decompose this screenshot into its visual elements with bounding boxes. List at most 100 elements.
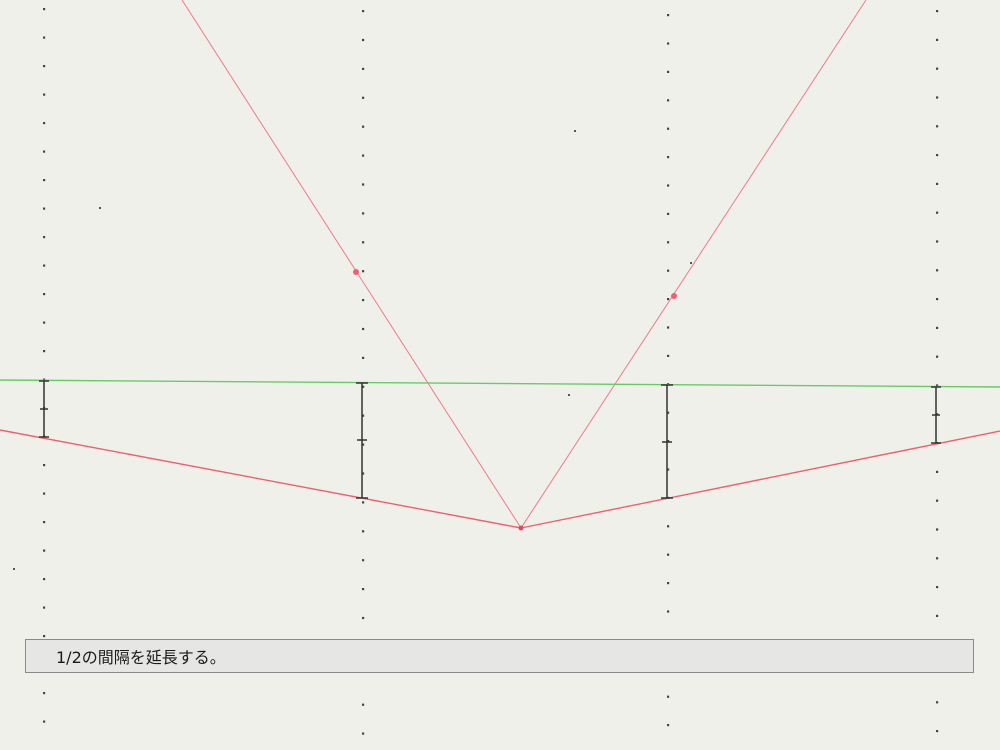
guide-dot xyxy=(936,125,939,128)
guide-dot xyxy=(667,553,670,556)
guide-dot xyxy=(667,184,670,187)
guide-dot xyxy=(362,588,365,591)
red-point-right xyxy=(671,293,677,299)
measure-bar-3 xyxy=(661,384,673,499)
red-diagonal-left xyxy=(181,0,522,529)
guide-dot xyxy=(936,384,939,387)
guide-dot xyxy=(667,326,670,329)
guide-dot xyxy=(362,501,365,504)
guide-dot xyxy=(43,635,46,638)
guide-dot xyxy=(936,211,939,214)
guide-dot xyxy=(362,530,365,533)
guide-dot xyxy=(43,321,46,324)
guide-dot xyxy=(936,326,939,329)
red-v-left xyxy=(0,429,522,529)
guide-dot xyxy=(936,528,939,531)
guide-dot xyxy=(936,182,939,185)
guide-dot xyxy=(362,414,365,417)
measure-bar-4 xyxy=(931,386,941,444)
stray-marks xyxy=(13,130,692,570)
guide-dot xyxy=(362,356,365,359)
guide-dot xyxy=(362,38,365,42)
guide-dot xyxy=(936,298,939,301)
guide-dot xyxy=(936,269,939,272)
guide-dot xyxy=(362,67,365,70)
guide-dot xyxy=(43,464,46,467)
guide-dot xyxy=(362,270,365,273)
guide-dot xyxy=(43,606,46,609)
guide-dot xyxy=(936,10,939,13)
guide-dot xyxy=(362,299,365,302)
guide-dot xyxy=(936,96,939,99)
guide-dot xyxy=(43,236,46,239)
guide-dot xyxy=(667,298,670,301)
red-point-left xyxy=(353,269,359,275)
caption-text: 1/2の間隔を延長する。 xyxy=(56,648,226,667)
guide-dot xyxy=(43,93,46,96)
guide-dot xyxy=(43,720,46,723)
guide-dot xyxy=(362,703,365,706)
guide-dot xyxy=(43,36,46,39)
guide-dot xyxy=(667,695,670,698)
apex-point xyxy=(518,525,524,531)
guide-dot xyxy=(362,183,365,186)
guide-dot xyxy=(936,240,939,243)
guide-dot xyxy=(936,499,939,502)
guide-dot xyxy=(362,241,365,244)
guide-dot xyxy=(43,293,46,296)
guide-dot xyxy=(362,10,365,13)
caption-box: 1/2の間隔を延長する。 xyxy=(25,639,974,673)
guide-dot xyxy=(43,8,46,11)
guide-dot xyxy=(936,154,939,157)
guide-dot xyxy=(43,578,46,581)
guide-dot xyxy=(936,586,939,589)
measure-bar-2 xyxy=(356,382,368,499)
guide-dot xyxy=(936,730,939,733)
guide-dot xyxy=(667,42,670,45)
guide-dot xyxy=(667,241,670,244)
guide-dot xyxy=(362,443,365,446)
guide-dot xyxy=(362,385,365,388)
guide-dot xyxy=(667,14,670,17)
guide-dot xyxy=(936,614,939,617)
guide-dot xyxy=(362,559,365,562)
guide-dot xyxy=(936,557,939,560)
guide-dot xyxy=(362,212,365,215)
guide-dot xyxy=(43,207,46,210)
green-guide-line xyxy=(0,379,1000,388)
guide-dot xyxy=(43,492,46,495)
guide-dot xyxy=(667,269,670,272)
guide-dot xyxy=(43,65,46,68)
guide-dot xyxy=(667,724,670,727)
guide-dot xyxy=(43,692,46,695)
guide-dot xyxy=(667,525,670,528)
guide-dot xyxy=(667,354,670,357)
guide-dot xyxy=(667,440,670,443)
guide-dot xyxy=(667,468,670,471)
guide-dot xyxy=(43,264,46,267)
guide-dot xyxy=(43,549,46,552)
guide-dot xyxy=(667,582,670,585)
dotted-guide-columns xyxy=(43,8,939,735)
guide-dot xyxy=(667,99,670,102)
guide-dot xyxy=(667,127,670,130)
guide-dot xyxy=(936,38,939,41)
guide-dot xyxy=(667,411,670,414)
guide-dot xyxy=(43,150,46,153)
guide-dot xyxy=(936,355,939,358)
guide-dot xyxy=(667,610,670,613)
guide-dot xyxy=(362,616,365,620)
red-diagonal-right xyxy=(520,0,867,529)
guide-dot xyxy=(936,470,939,473)
guide-dot xyxy=(667,156,670,159)
red-v-right xyxy=(520,430,1000,529)
measure-bar-1 xyxy=(39,380,49,438)
guide-dot xyxy=(362,472,365,475)
guide-dot xyxy=(667,212,670,215)
guide-dot xyxy=(43,122,46,125)
guide-dot xyxy=(936,701,939,704)
guide-dot xyxy=(43,350,46,353)
guide-dot xyxy=(362,732,365,735)
